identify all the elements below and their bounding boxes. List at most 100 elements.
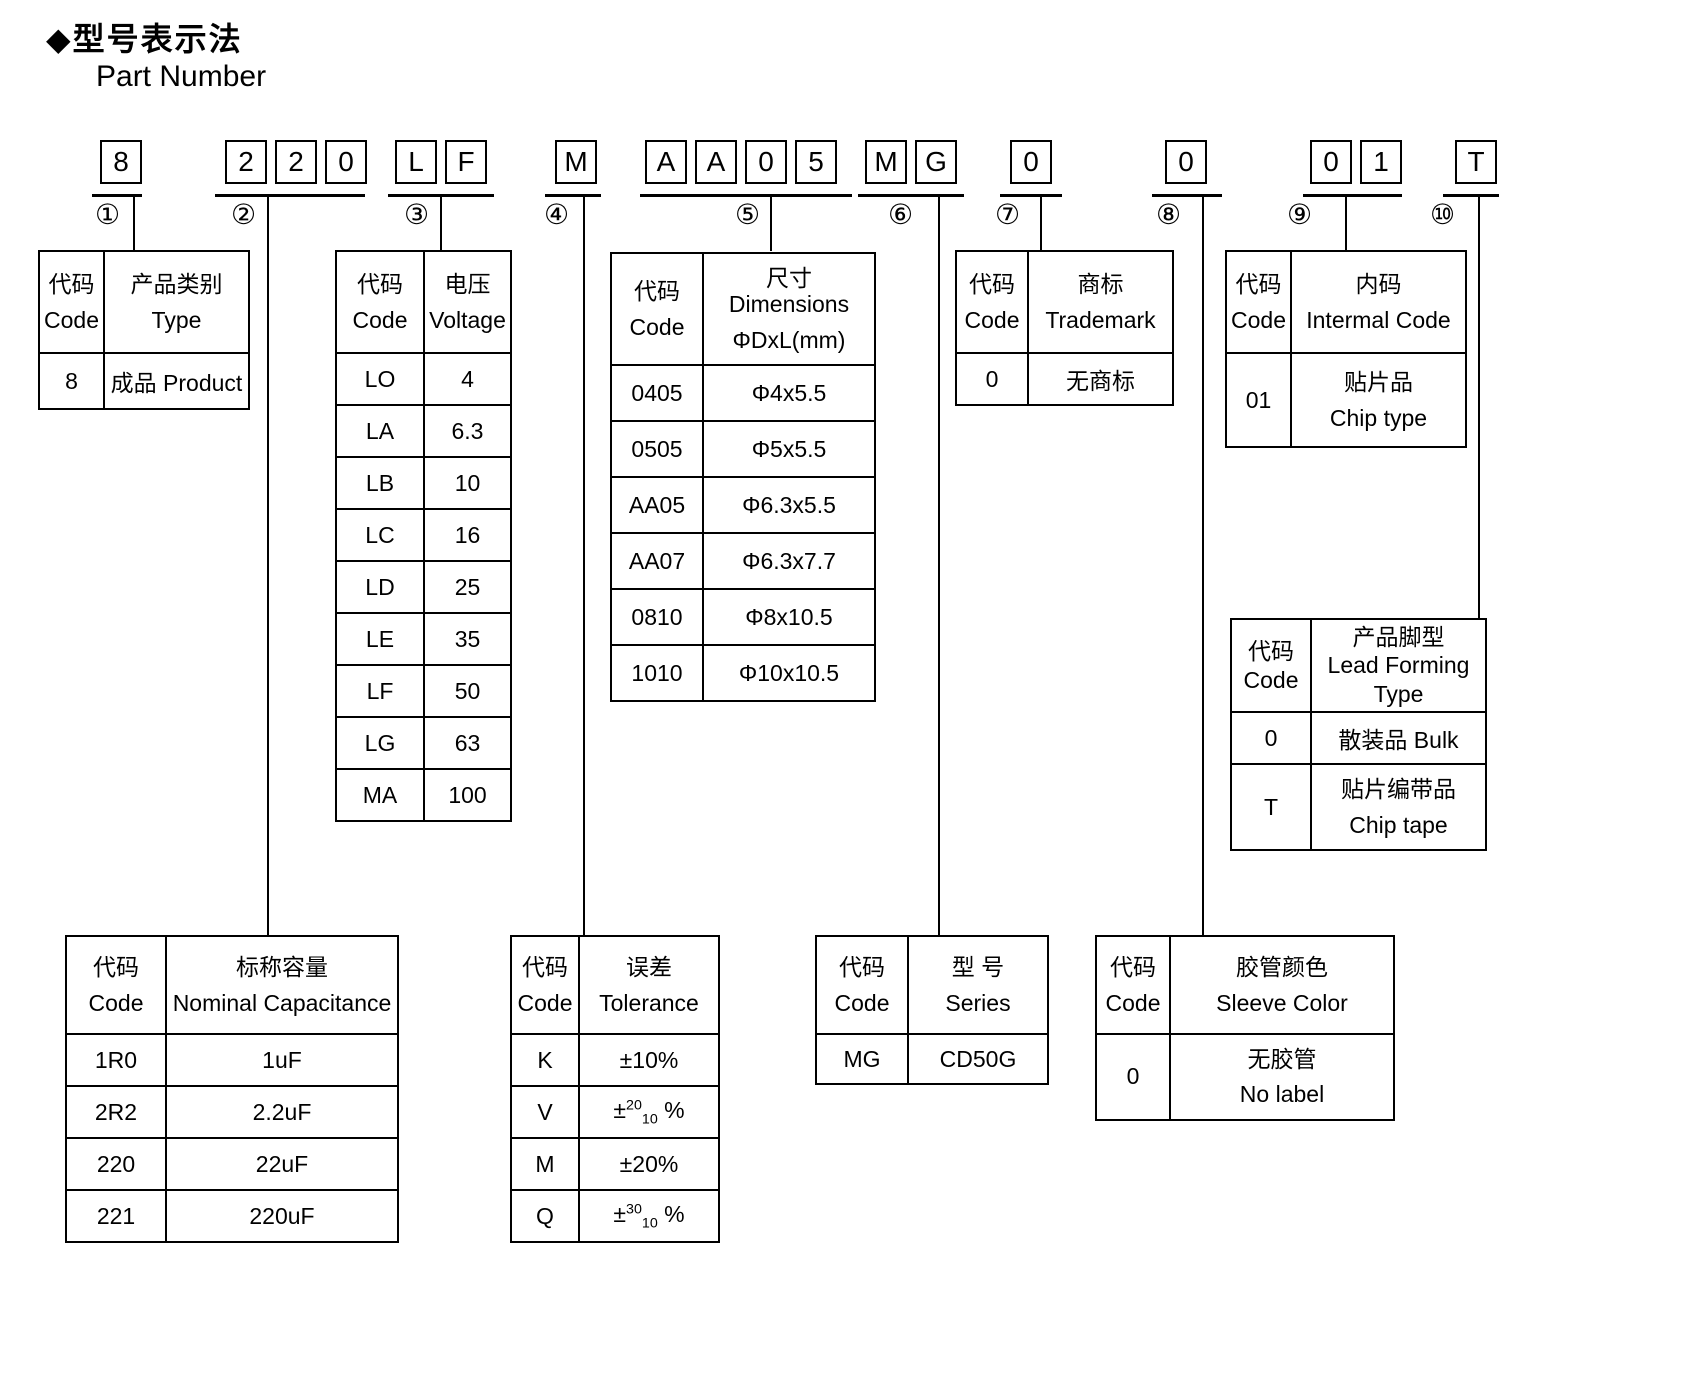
table-cell: 10 [423, 456, 512, 510]
table-cell: 0 [955, 352, 1029, 406]
table-cell: Φ4x5.5 [702, 364, 876, 423]
page-title-en: Part Number [96, 60, 267, 93]
group-number-7: ⑦ [995, 199, 1021, 230]
group-underline [215, 194, 365, 197]
table-cell: 无商标 [1027, 352, 1174, 406]
table-cell: AA07 [610, 532, 704, 591]
connector-line-1 [133, 197, 135, 251]
table-row: M±20% [510, 1137, 720, 1191]
table-cell: M [510, 1137, 580, 1191]
connector-line-2 [267, 197, 269, 936]
connector-line-7 [1040, 197, 1042, 251]
group-underline [1443, 194, 1499, 197]
table-cell: 50 [423, 664, 512, 718]
table-cell: 1uF [165, 1033, 399, 1087]
table-cell: 0 [1230, 711, 1312, 766]
table-cell: LD [335, 560, 425, 614]
code-char-box: 5 [795, 140, 837, 184]
code-char-box: A [645, 140, 687, 184]
group-number-4: ④ [544, 199, 570, 230]
table-cell: 0810 [610, 588, 704, 647]
code-char-box: F [445, 140, 487, 184]
table-cell: AA05 [610, 476, 704, 535]
connector-line-8 [1202, 197, 1204, 936]
table-cell: 221 [65, 1189, 167, 1243]
group-number-3: ③ [404, 199, 430, 230]
connector-line-10 [1478, 197, 1480, 619]
table-cell: Q [510, 1189, 580, 1243]
table-cell: Φ5x5.5 [702, 420, 876, 479]
table-cell: LF [335, 664, 425, 718]
code-char-box: A [695, 140, 737, 184]
code-group-10: T [1455, 140, 1497, 184]
table-cell: Φ8x10.5 [702, 588, 876, 647]
table-row: V±2010 % [510, 1085, 720, 1139]
table-cell: 2.2uF [165, 1085, 399, 1139]
table-cell: Φ10x10.5 [702, 644, 876, 703]
group-number-10: ⑩ [1430, 199, 1456, 230]
code-char-box: 0 [1165, 140, 1207, 184]
group-number-8: ⑧ [1156, 199, 1182, 230]
code-group-4: M [555, 140, 597, 184]
code-char-box: 0 [325, 140, 367, 184]
table-cell: LB [335, 456, 425, 510]
table-cell: 100 [423, 768, 512, 822]
code-group-1: 8 [100, 140, 142, 184]
group-number-6: ⑥ [888, 199, 914, 230]
table-cell: 1R0 [65, 1033, 167, 1087]
table-row: K±10% [510, 1033, 720, 1087]
table-cell: ±20% [578, 1137, 720, 1191]
code-char-box: G [915, 140, 957, 184]
table-cell: LE [335, 612, 425, 666]
table-row: Q±3010 % [510, 1189, 720, 1243]
group-number-1: ① [95, 199, 121, 230]
code-char-box: M [865, 140, 907, 184]
table-cell: LC [335, 508, 425, 562]
group-underline [858, 194, 964, 197]
table-cell: Φ6.3x7.7 [702, 532, 876, 591]
group-number-2: ② [231, 199, 257, 230]
connector-line-5 [770, 197, 772, 251]
table-cell: 2R2 [65, 1085, 167, 1139]
table-cell: 22uF [165, 1137, 399, 1191]
table-cell: V [510, 1085, 580, 1139]
